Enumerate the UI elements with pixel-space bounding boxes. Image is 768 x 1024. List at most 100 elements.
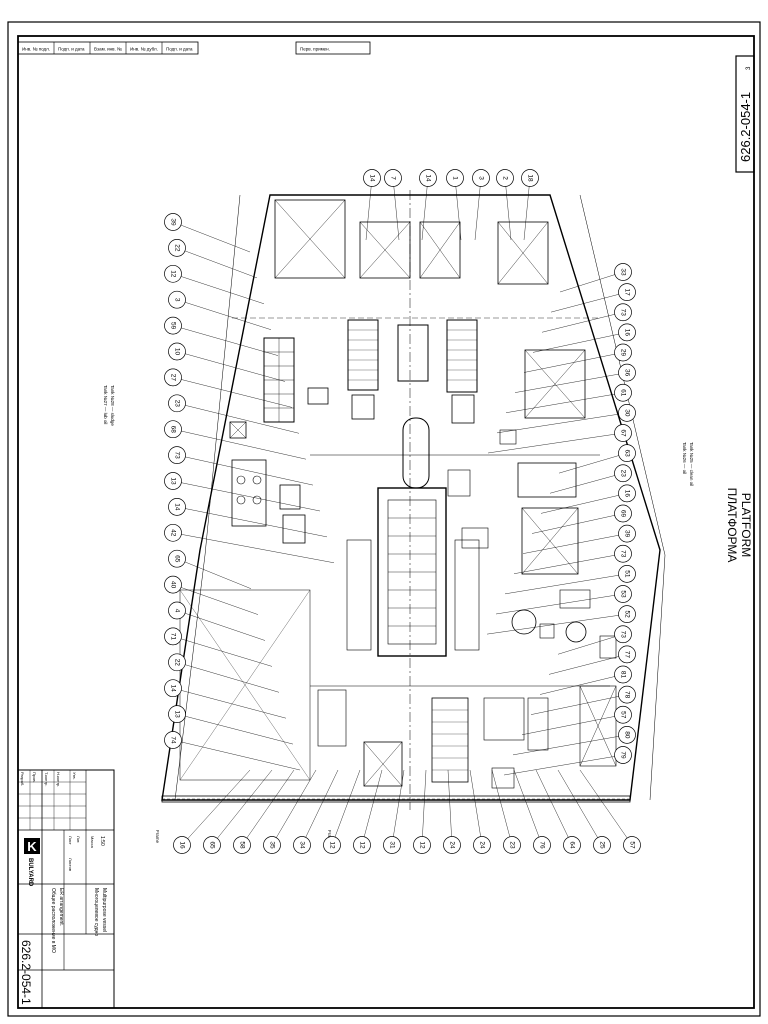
callout-bottom-12-leader [513,769,543,846]
callout-left-16-leader [172,636,273,667]
callout-bottom-9-label: 24 [449,841,456,849]
callout-left-1 [168,239,186,257]
callout-left-7-leader [176,403,300,434]
callout-right-20-leader [539,674,624,695]
header-strip: Инв. № подл. Подп. и дата Взам. инв. № И… [17,41,371,55]
callout-bottom-14 [593,836,611,854]
generator-centre [397,324,429,382]
tb-row-3: Т.контр. [44,772,49,787]
callout-left-10-label: 13 [170,477,177,485]
callout-left-17-label: 22 [174,659,181,667]
callout-right-11-leader [540,493,628,514]
callout-bottom-13-label: 64 [569,841,576,849]
callout-right-4 [614,343,632,362]
callout-left-1-label: 22 [174,244,181,252]
callout-bottom-3 [263,836,281,854]
callout-right-14 [614,544,632,563]
callout-bottom-10 [473,836,491,854]
callout-top-0-leader [365,177,373,241]
callout-top-1-label: 7 [390,176,397,180]
callout-right-0 [614,263,632,281]
platform-title-en: PLATFORM [739,493,753,557]
callout-right-9-leader [558,452,628,474]
callout-left-18 [164,679,182,698]
note-left-a: Tank №28 — sludge [110,385,115,426]
callout-bottom-15-label: 57 [629,841,636,849]
header-ref: Перв. примен. [300,47,330,52]
note-left-b: Tank №27 — lub oil [103,385,108,424]
callout-right-2 [614,303,632,322]
callout-top-3 [446,169,464,187]
callout-right-10-leader [549,473,624,494]
callout-right-7 [618,404,636,422]
callout-top-3-leader [454,177,462,241]
callout-top-5 [496,169,514,187]
callout-right-13-label: 39 [624,530,631,538]
callout-bottom-4 [293,836,311,854]
callout-top-3-label: 1 [452,176,459,180]
callout-right-16-label: 53 [620,590,627,598]
callout-top-4-label: 3 [478,176,485,180]
bulyard-logo-k: K [27,839,37,854]
callout-bottom-7 [383,836,401,854]
project-line-1: Multipurpose vessel [101,888,107,932]
callout-left-14-leader [172,584,259,615]
callout-right-1-label: 17 [624,289,631,297]
callout-bottom-13 [563,836,581,854]
callout-right-0-label: 33 [620,268,627,276]
callout-left-7 [168,394,186,413]
callout-bottom-9-leader [447,769,453,846]
generator-left [347,319,379,391]
callout-right-5-leader [514,372,628,393]
scale-label: Масса [90,836,95,849]
callout-right-22-leader [521,714,624,735]
callout-top-6-label: 18 [527,174,534,182]
note-bottom-left: Frame [155,830,160,843]
callout-right-16 [614,585,632,603]
callout-left-14 [164,575,182,594]
callout-bottom-3-label: 35 [269,841,276,849]
callout-left-19-leader [176,713,294,745]
callout-left-3 [168,290,186,309]
title-line-2: Общее расположение в МО [50,888,56,953]
callout-bottom-2 [233,836,251,854]
header-box-1: Инв. № подл. [22,47,50,52]
callout-top-2 [419,169,437,187]
drawing-number-bottom: 626.2-054-1 [19,940,33,1005]
callout-left-20-label: 74 [170,736,177,744]
callout-left-9 [168,446,186,464]
callout-left-4-label: 59 [170,322,177,330]
callout-bottom-7-label: 31 [389,841,396,849]
callout-bottom-15 [623,836,641,854]
callout-left-14-label: 40 [170,581,177,589]
callout-right-17 [618,605,636,623]
callout-right-5 [618,363,636,382]
project-line-2: Многоцелевое судно [93,888,99,936]
callout-left-11-leader [176,506,328,538]
callout-right-10 [614,464,632,483]
callout-right-12-leader [531,513,624,534]
callout-bottom-15-leader [579,769,633,846]
sheet-label: Лист [68,836,73,845]
callout-right-22 [614,705,632,724]
callout-left-2-label: 12 [170,270,177,278]
callout-bottom-5 [323,836,341,854]
callout-left-17-leader [176,662,280,693]
title-block: Разраб. Пров. Т.контр. Н.контр. Утв. K B… [17,769,115,1009]
callout-right-20-label: 81 [620,671,627,679]
callout-right-21-leader [530,694,628,715]
callout-right-16-leader [495,593,624,615]
callout-bottom-1 [203,836,221,854]
callout-right-18-leader [557,634,624,655]
callout-top-2-label: 14 [425,174,432,182]
callout-right-14-label: 73 [620,550,627,558]
stage-label: Лит. [76,836,81,843]
callout-left-15 [168,601,186,620]
callout-right-23 [618,726,636,744]
callout-right-13-leader [522,533,628,554]
callout-bottom-5-label: 12 [329,841,336,849]
callout-left-7-label: 23 [174,400,181,408]
callout-right-23-label: 80 [624,731,631,739]
callout-right-19-label: 77 [624,651,631,659]
callout-right-24-label: 79 [620,751,627,759]
